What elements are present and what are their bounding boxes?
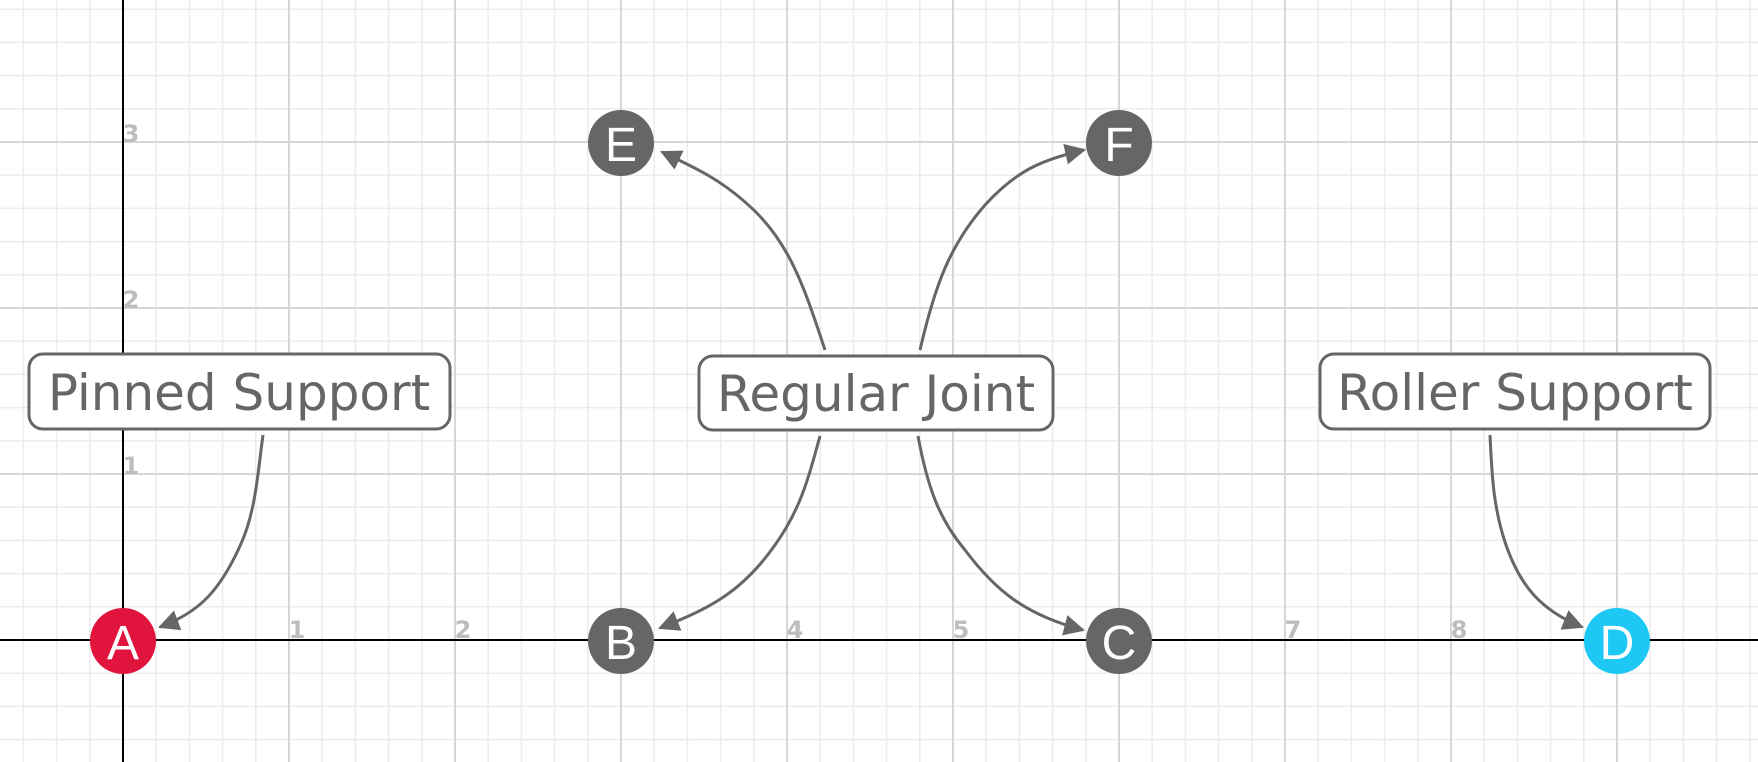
x-tick-label: 2 [455, 616, 472, 644]
arrow-regular-to-e [660, 150, 827, 351]
node-circle [1086, 608, 1152, 674]
arrow-regular-to-b [658, 435, 822, 631]
x-tick-label: 7 [1285, 616, 1302, 644]
node-c[interactable]: C [1086, 608, 1152, 674]
node-label: E [605, 119, 637, 172]
x-tick-label: 4 [787, 616, 804, 644]
label-box [27, 352, 452, 431]
node-f[interactable]: F [1086, 110, 1152, 176]
node-b[interactable]: B [588, 608, 654, 674]
arrow-regular-to-f [918, 143, 1087, 351]
node-circle [1086, 110, 1152, 176]
label-text: Roller Support [1337, 364, 1693, 422]
arrow-pinned-to-a [158, 434, 265, 631]
node-label: A [107, 617, 139, 670]
label-box [1318, 352, 1712, 431]
node-circle [1584, 608, 1650, 674]
label-roller-support[interactable]: Roller Support [1318, 352, 1712, 431]
y-tick-labels: 1 2 3 [123, 120, 140, 480]
node-a[interactable]: A [90, 608, 156, 674]
x-tick-label: 1 [289, 616, 306, 644]
y-tick-label: 1 [123, 452, 140, 480]
node-circle [588, 608, 654, 674]
x-tick-labels: 1 2 4 5 7 8 [289, 616, 1468, 644]
label-regular-joint[interactable]: Regular Joint [697, 354, 1055, 432]
label-pinned-support[interactable]: Pinned Support [27, 352, 452, 431]
arrow-regular-to-c [916, 435, 1086, 636]
node-circle [90, 608, 156, 674]
x-tick-label: 5 [953, 616, 970, 644]
y-tick-label: 2 [123, 286, 140, 314]
node-e[interactable]: E [588, 110, 654, 176]
label-box [697, 354, 1055, 432]
y-tick-label: 3 [123, 120, 140, 148]
node-label: B [605, 617, 637, 670]
node-label: F [1104, 119, 1133, 172]
arrow-roller-to-d [1488, 434, 1584, 630]
label-text: Pinned Support [48, 364, 430, 422]
label-text: Regular Joint [717, 365, 1035, 423]
node-label: D [1600, 617, 1635, 670]
node-circle [588, 110, 654, 176]
x-tick-label: 8 [1451, 616, 1468, 644]
node-d[interactable]: D [1584, 608, 1650, 674]
node-label: C [1102, 617, 1137, 670]
connectors [158, 143, 1584, 636]
